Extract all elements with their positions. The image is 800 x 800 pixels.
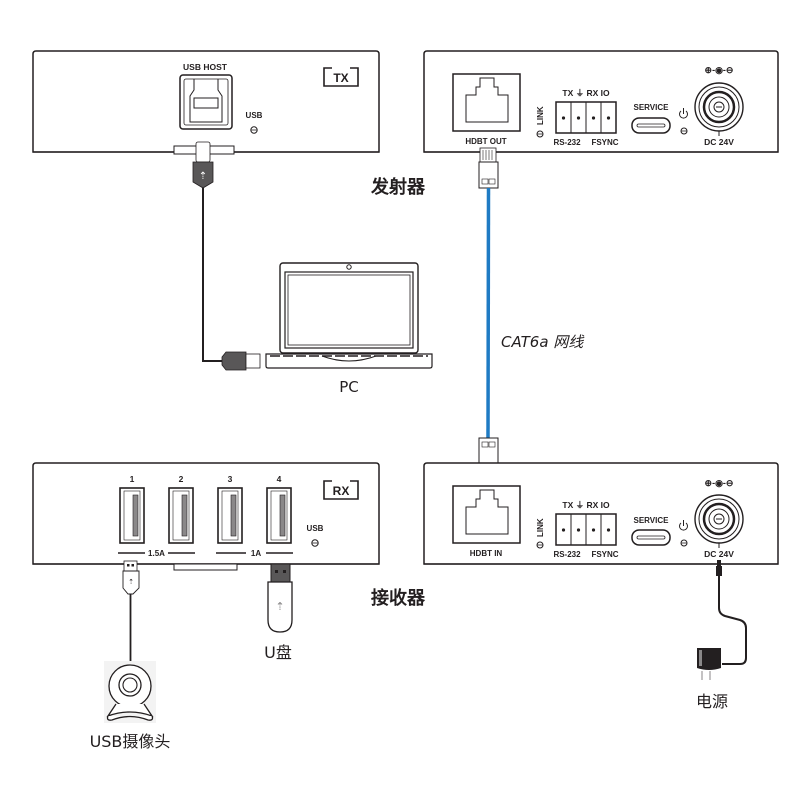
rx-power-led-icon <box>680 539 688 547</box>
hdbt-out-label: HDBT OUT <box>465 137 506 146</box>
usb-port-3-number: 3 <box>228 474 233 484</box>
receiver-title: 接收器 <box>371 587 426 609</box>
rx-usb-led-icon <box>311 539 319 547</box>
rx-service-usbc-port[interactable] <box>631 529 671 546</box>
webcam-usb-cable: ⇡ <box>122 560 140 663</box>
rx-link-led-icon <box>536 541 544 549</box>
svg-text:1.5A: 1.5A <box>148 549 165 558</box>
tx-link-led-icon <box>536 130 544 138</box>
rx-rs232-label: RS-232 <box>553 550 581 559</box>
tx-link-label: LINK <box>536 106 545 125</box>
rx-polarity-icon: ⊕-◉-⊖ <box>705 478 734 488</box>
usb-port-3[interactable]: 3 <box>217 474 243 544</box>
webcam-icon <box>104 661 156 723</box>
current-rating-1a: 1A <box>216 549 293 558</box>
rx-serial-pin-labels: TX ⏚ RX IO <box>562 500 610 510</box>
pc-label: PC <box>339 378 359 396</box>
usb-host-port[interactable] <box>179 74 233 130</box>
tx-serial-pin-labels: TX ⏚ RX IO <box>562 88 610 98</box>
tx-service-usbc-port[interactable] <box>631 117 671 134</box>
cat6a-cable <box>478 147 499 477</box>
rx-badge: RX <box>323 480 359 500</box>
tx-power-icon <box>679 108 688 119</box>
tx-dc-label: DC 24V <box>704 137 734 147</box>
rx-dc-label: DC 24V <box>704 549 734 559</box>
usb-host-label: USB HOST <box>183 62 228 72</box>
svg-text:⇡: ⇡ <box>275 601 284 613</box>
usb-drive-label: U盘 <box>264 643 292 662</box>
power-adapter-icon <box>697 648 721 680</box>
tx-dc-power-jack[interactable] <box>694 82 744 136</box>
tx-fsync-label: FSYNC <box>591 138 618 147</box>
svg-text:⇡: ⇡ <box>128 578 134 586</box>
current-rating-1-5a: 1.5A <box>118 549 195 558</box>
tx-badge: TX <box>323 67 359 87</box>
cable-label: CAT6a 网线 <box>501 333 585 351</box>
rx-fsync-label: FSYNC <box>591 550 618 559</box>
usb-port-2-number: 2 <box>179 474 184 484</box>
tx-usb-led-icon <box>250 126 258 134</box>
usb-cable-tx: ⇡ <box>192 141 261 371</box>
usb-symbol-icon: ⇡ <box>199 171 207 182</box>
tx-usb-panel: TX USB HOST USB <box>32 50 380 155</box>
transmitter-title: 发射器 <box>370 176 426 198</box>
rx-link-label: LINK <box>536 518 545 537</box>
usb-port-1-number: 1 <box>130 474 135 484</box>
hdbt-in-port[interactable] <box>452 485 521 544</box>
tx-usb-led-label: USB <box>246 111 263 120</box>
usb-port-2[interactable]: 2 <box>168 474 194 544</box>
tx-badge-text: TX <box>333 71 348 85</box>
rx-usb-led-label: USB <box>307 524 324 533</box>
hdbt-out-port[interactable] <box>452 73 521 132</box>
webcam-label: USB摄像头 <box>90 732 171 751</box>
tx-service-label: SERVICE <box>634 103 670 112</box>
rx-power-icon <box>679 520 688 531</box>
rx-usb-panel: RX 1 2 3 4 1.5A <box>32 462 380 571</box>
power-cable <box>716 560 747 665</box>
tx-rs232-label: RS-232 <box>553 138 581 147</box>
usb-port-1[interactable]: 1 <box>119 474 145 544</box>
laptop-pc <box>265 262 433 369</box>
rx-hdbt-panel: HDBT IN LINK TX ⏚ RX IO RS-232 FSYNC SER… <box>423 462 779 565</box>
tx-hdbt-panel: HDBT OUT LINK TX ⏚ RX IO RS-232 FSYNC SE… <box>423 50 779 153</box>
hdbt-in-label: HDBT IN <box>470 549 503 558</box>
tx-polarity-icon: ⊕-◉-⊖ <box>705 65 734 75</box>
tx-power-led-icon <box>680 127 688 135</box>
tx-serial-terminal-block[interactable] <box>555 101 617 134</box>
usb-flash-drive-icon: ⇡ <box>267 563 293 633</box>
rx-dc-power-jack[interactable] <box>694 494 744 548</box>
usb-port-4[interactable]: 4 <box>266 474 292 544</box>
power-supply-label: 电源 <box>696 692 728 711</box>
svg-text:1A: 1A <box>251 549 261 558</box>
rx-badge-text: RX <box>333 484 350 498</box>
rx-service-label: SERVICE <box>634 516 670 525</box>
rx-serial-terminal-block[interactable] <box>555 513 617 546</box>
usb-port-4-number: 4 <box>277 474 282 484</box>
